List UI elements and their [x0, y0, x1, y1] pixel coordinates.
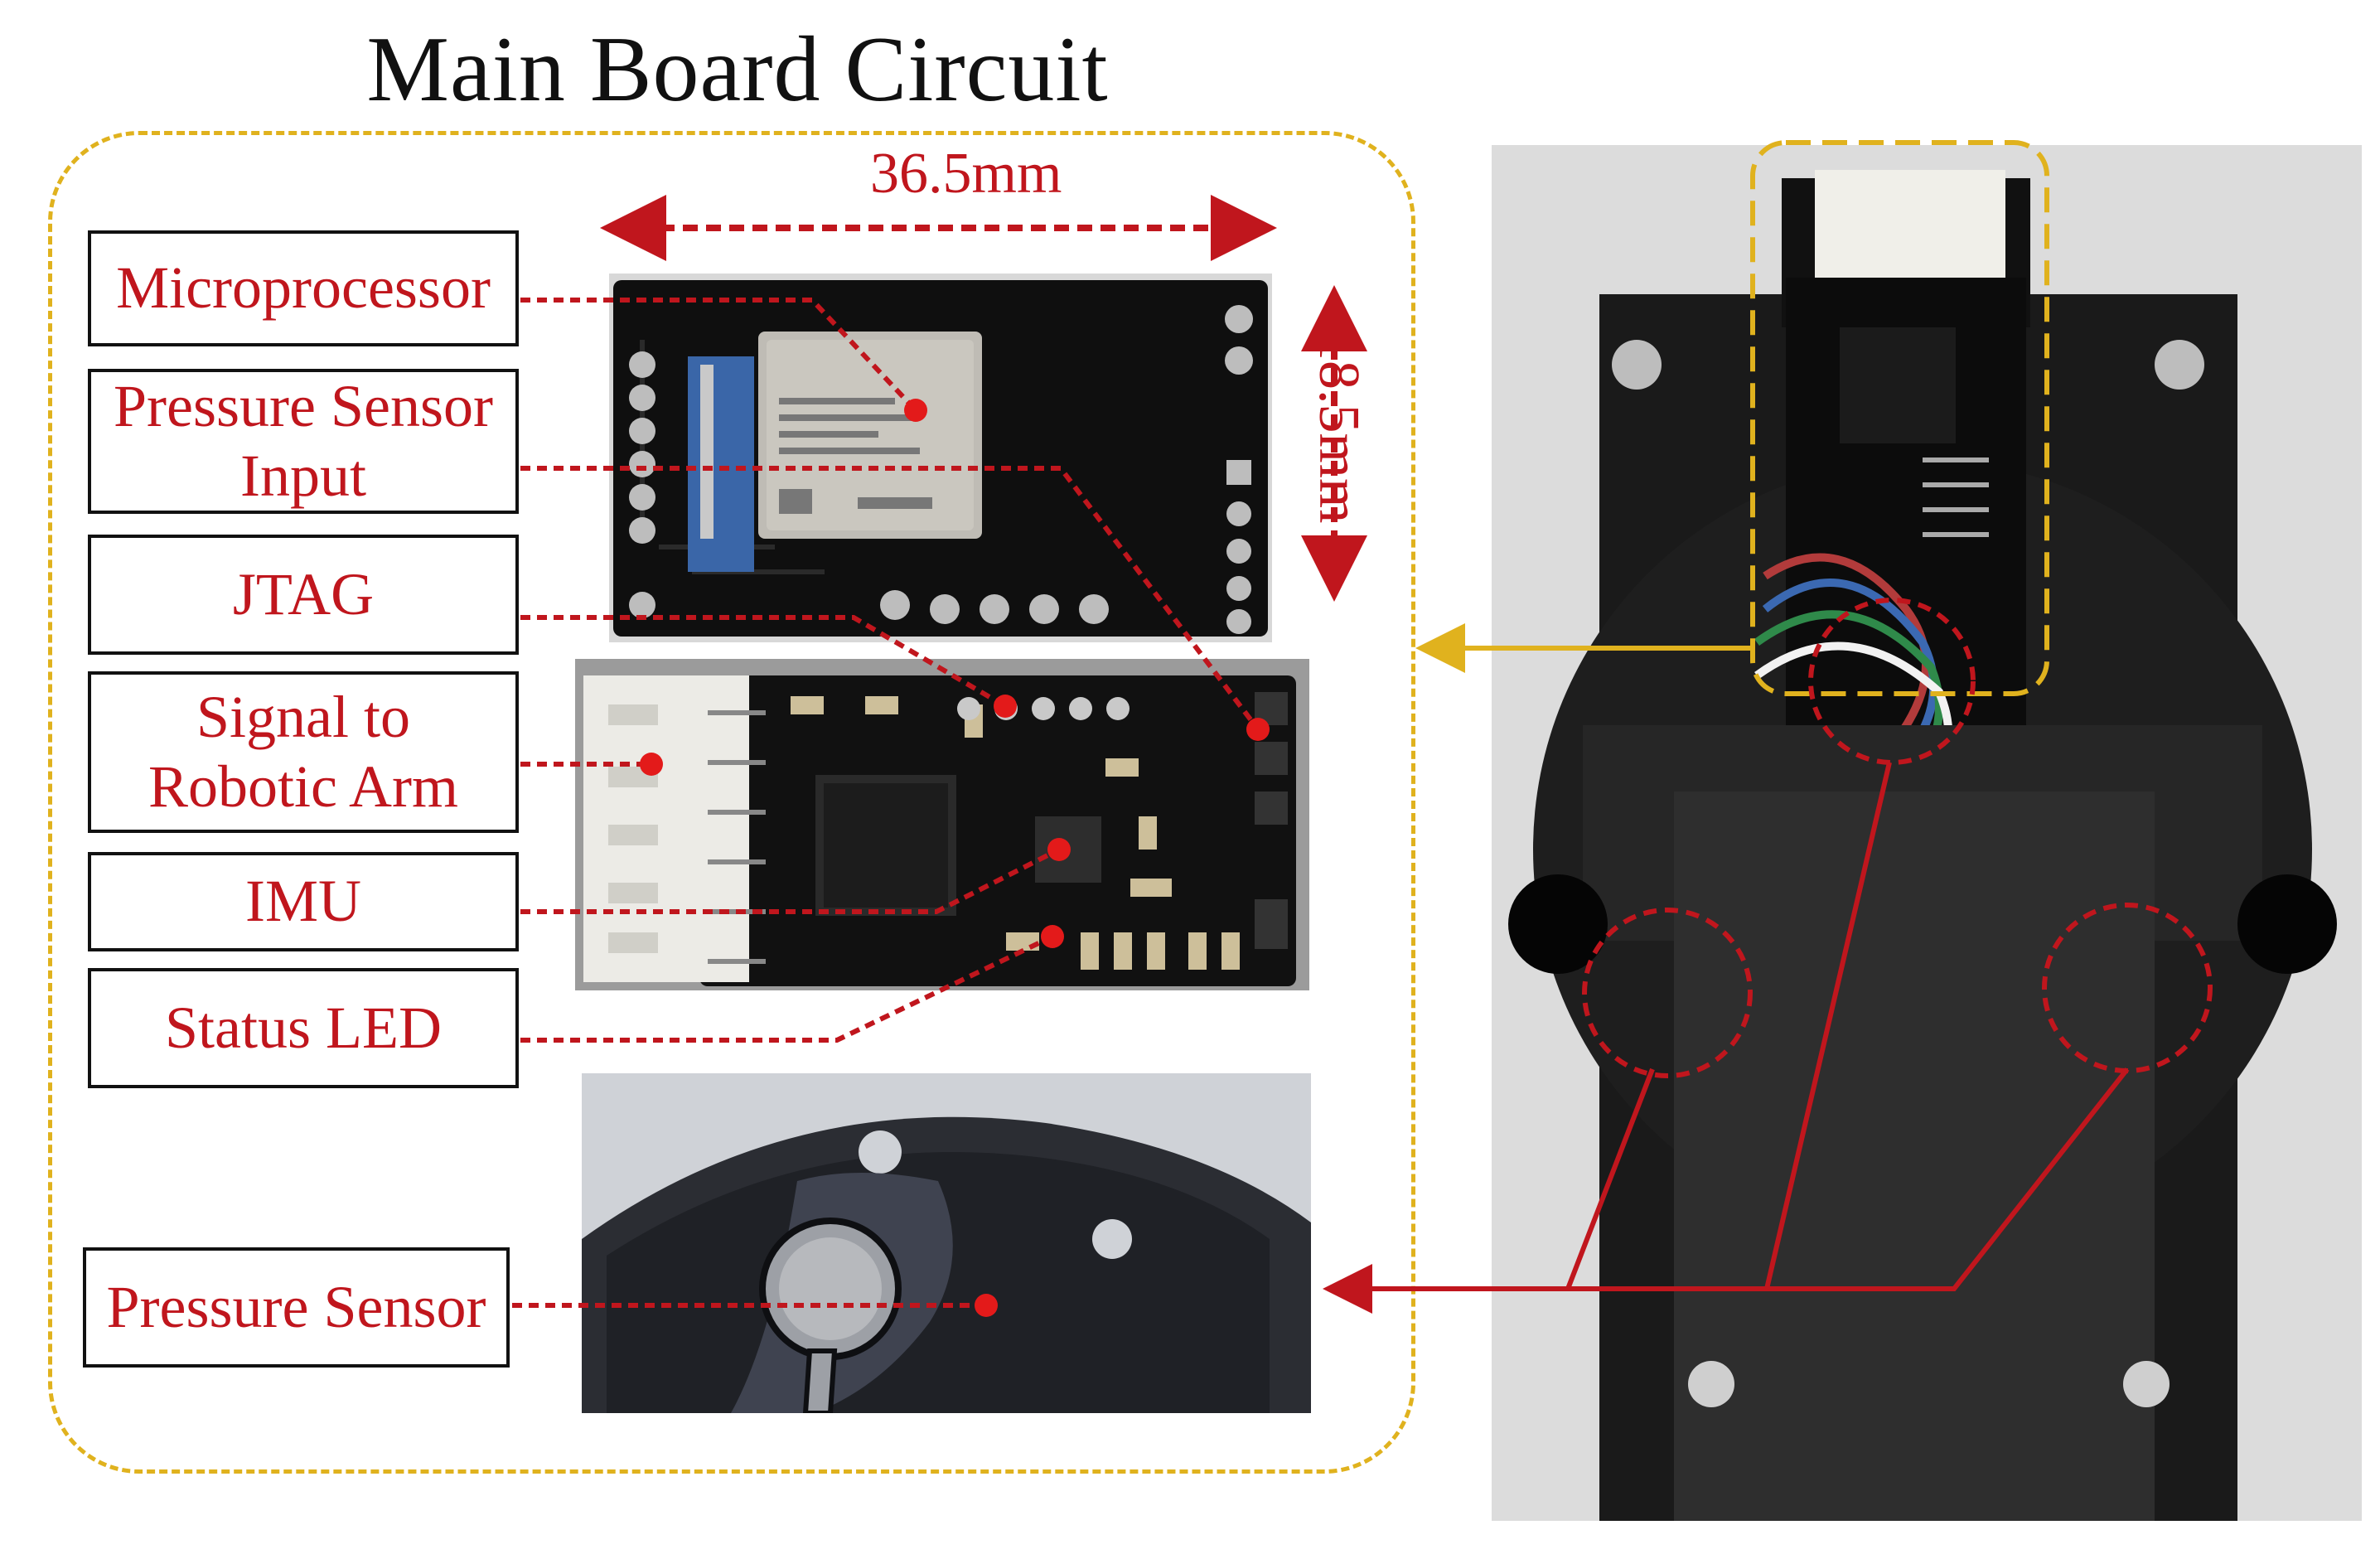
- leader-pressure-input: [520, 466, 1260, 731]
- label-pressure-input-line2: Input: [240, 442, 366, 509]
- label-status-led: Status LED: [88, 968, 519, 1088]
- marker-microprocessor: [904, 399, 927, 422]
- label-pressure-sensor-input: Pressure Sensor Input: [88, 369, 519, 514]
- leader-jtag: [520, 615, 1007, 709]
- figure-title: Main Board Circuit: [366, 18, 1109, 121]
- highlight-wires: [1808, 598, 1976, 765]
- pcb-top-photo: [609, 274, 1272, 642]
- label-jtag-text: JTAG: [232, 560, 375, 627]
- leader-status-led: [520, 934, 1054, 1043]
- label-pressure-sensor-text: Pressure Sensor: [106, 1273, 486, 1340]
- marker-imu: [1047, 838, 1071, 861]
- highlight-sensor-right: [2042, 903, 2213, 1073]
- label-pressure-input-line1: Pressure Sensor: [114, 372, 493, 439]
- label-microprocessor: Microprocessor: [88, 230, 519, 346]
- label-imu-text: IMU: [245, 868, 361, 935]
- label-signal-line1: Signal to: [196, 683, 410, 750]
- leader-imu: [520, 847, 1061, 914]
- main-board-panel: [48, 131, 1415, 1474]
- pcb-bottom-photo: [575, 659, 1309, 990]
- marker-pressure-sensor: [975, 1294, 998, 1317]
- marker-status-led: [1041, 925, 1064, 948]
- label-signal-line2: Robotic Arm: [148, 753, 458, 820]
- label-status-led-text: Status LED: [165, 994, 442, 1061]
- marker-signal: [640, 753, 663, 776]
- marker-pressure-input: [1246, 718, 1270, 741]
- label-pressure-sensor: Pressure Sensor: [83, 1247, 510, 1368]
- connector-highlight: [1750, 140, 2049, 696]
- label-jtag: JTAG: [88, 535, 519, 655]
- leader-microprocessor: [520, 298, 918, 413]
- sensor-link-middle: [1764, 762, 1892, 1290]
- pressure-sensor-photo: [582, 1073, 1311, 1413]
- marker-jtag: [994, 695, 1017, 718]
- sensor-link-lines: [1564, 1067, 2130, 1291]
- label-microprocessor-text: Microprocessor: [116, 254, 491, 322]
- highlight-sensor-left: [1582, 908, 1753, 1078]
- label-signal-robotic-arm: Signal to Robotic Arm: [88, 671, 519, 833]
- label-imu: IMU: [88, 852, 519, 951]
